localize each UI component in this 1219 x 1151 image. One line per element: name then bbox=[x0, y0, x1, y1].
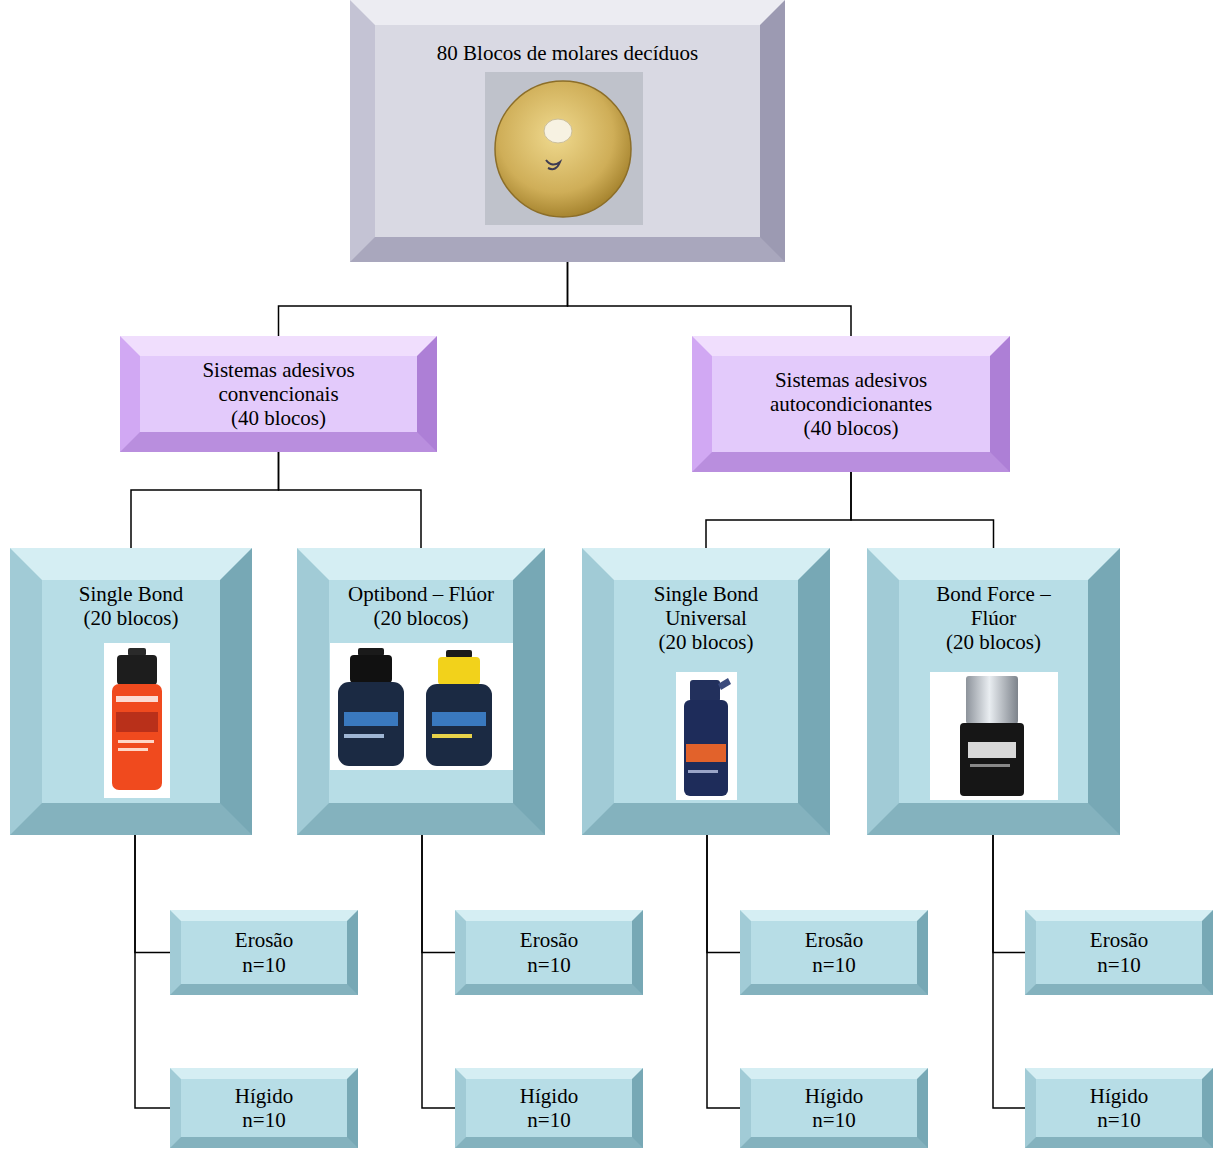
bottle-label bbox=[432, 734, 472, 738]
bottle-cap bbox=[350, 655, 392, 683]
connector-line bbox=[707, 835, 740, 1108]
bottle-label bbox=[344, 712, 398, 726]
group-box: Sistemas adesivos convencionais(40 bloco… bbox=[120, 336, 437, 452]
bottle-cap bbox=[966, 676, 1018, 724]
bottle-cap bbox=[117, 655, 157, 685]
connector-line bbox=[706, 472, 851, 548]
bottle-label bbox=[688, 770, 718, 773]
box-title: Hígido bbox=[1090, 1084, 1148, 1108]
bottle-body bbox=[338, 682, 404, 766]
box-subtitle: n=10 bbox=[1097, 1108, 1140, 1132]
box-subtitle: (40 blocos) bbox=[231, 406, 326, 430]
bottle-label bbox=[118, 748, 148, 751]
condition-box: Hígidon=10 bbox=[455, 1068, 643, 1148]
box-subtitle: (20 blocos) bbox=[83, 606, 178, 630]
bottle-label bbox=[970, 764, 1010, 767]
box-title: Hígido bbox=[235, 1084, 293, 1108]
box-subtitle: n=10 bbox=[527, 1108, 570, 1132]
box-title: Single Bond bbox=[79, 582, 183, 606]
photo-ground bbox=[676, 672, 737, 800]
condition-box: Erosãon=10 bbox=[1025, 910, 1213, 995]
box-title: Sistemas adesivos convencionais bbox=[146, 358, 411, 406]
bottle-label bbox=[432, 712, 486, 726]
adhesive-box: Bond Force – Flúor(20 blocos) bbox=[867, 548, 1120, 835]
condition-box: Hígidon=10 bbox=[1025, 1068, 1213, 1148]
bottle-cap bbox=[438, 657, 480, 685]
connector-line bbox=[568, 262, 852, 336]
connector-line bbox=[279, 452, 422, 548]
box-title: Erosão bbox=[520, 928, 578, 952]
connector-line bbox=[131, 452, 279, 548]
sample-photo bbox=[485, 72, 643, 225]
box-subtitle: n=10 bbox=[1097, 953, 1140, 977]
connector-line bbox=[279, 262, 568, 336]
box-subtitle: n=10 bbox=[812, 1108, 855, 1132]
box-subtitle: (20 blocos) bbox=[373, 606, 468, 630]
box-subtitle: n=10 bbox=[242, 953, 285, 977]
box-title: 80 Blocos de molares decíduos bbox=[437, 41, 698, 65]
box-subtitle: n=10 bbox=[812, 953, 855, 977]
box-title: Hígido bbox=[520, 1084, 578, 1108]
bond-force-bottle bbox=[930, 672, 1058, 800]
condition-box: Erosãon=10 bbox=[170, 910, 358, 995]
photo-ground bbox=[330, 643, 513, 770]
connector-line bbox=[135, 835, 170, 1108]
bottle-body bbox=[426, 684, 492, 766]
adhesive-box: Single Bond Universal(20 blocos) bbox=[582, 548, 830, 835]
photo-ground bbox=[930, 672, 1058, 800]
box-title: Bond Force – Flúor bbox=[919, 582, 1069, 630]
connector-line bbox=[993, 835, 1025, 1108]
universal-bottle bbox=[676, 672, 737, 800]
marking bbox=[546, 160, 560, 169]
bottle-cap bbox=[690, 680, 720, 702]
box-title: Optibond – Flúor bbox=[348, 582, 494, 606]
bottle-tip bbox=[358, 648, 384, 656]
connector-line bbox=[422, 835, 455, 953]
connector-line bbox=[135, 835, 170, 953]
box-subtitle: (20 blocos) bbox=[658, 630, 753, 654]
bottle-label bbox=[686, 744, 726, 762]
bottle-tip bbox=[718, 678, 731, 690]
single-bond-bottle bbox=[104, 643, 170, 798]
bottle-body bbox=[960, 723, 1024, 796]
box-title: Sistemas adesivos autocondicionantes bbox=[718, 368, 984, 416]
group-box: Sistemas adesivos autocondicionantes(40 … bbox=[692, 336, 1010, 472]
box-title: Erosão bbox=[235, 928, 293, 952]
connector-line bbox=[422, 835, 455, 1108]
bottle-label bbox=[116, 712, 158, 732]
bottle-label bbox=[116, 696, 158, 702]
box-title: Single Bond Universal bbox=[621, 582, 791, 630]
connector-line bbox=[993, 835, 1025, 953]
bottle-tip bbox=[128, 648, 146, 656]
bottle-body bbox=[112, 684, 162, 790]
condition-box: Erosãon=10 bbox=[455, 910, 643, 995]
condition-box: Hígidon=10 bbox=[170, 1068, 358, 1148]
box-subtitle: n=10 bbox=[242, 1108, 285, 1132]
sample-box: 80 Blocos de molares decíduos bbox=[350, 0, 785, 262]
connector-line bbox=[851, 472, 994, 548]
box-subtitle: (40 blocos) bbox=[803, 416, 898, 440]
box-title: Erosão bbox=[1090, 928, 1148, 952]
box-title: Hígido bbox=[805, 1084, 863, 1108]
photo-ground bbox=[485, 72, 643, 225]
tooth-fragment bbox=[544, 119, 572, 143]
resin-block bbox=[495, 81, 631, 217]
box-title: Erosão bbox=[805, 928, 863, 952]
adhesive-box: Optibond – Flúor(20 blocos) bbox=[297, 548, 545, 835]
connector-line bbox=[707, 835, 740, 953]
condition-box: Erosãon=10 bbox=[740, 910, 928, 995]
adhesive-box: Single Bond(20 blocos) bbox=[10, 548, 252, 835]
box-subtitle: n=10 bbox=[527, 953, 570, 977]
bottle-label bbox=[968, 742, 1016, 758]
optibond-bottles bbox=[330, 643, 513, 770]
box-subtitle: (20 blocos) bbox=[946, 630, 1041, 654]
condition-box: Hígidon=10 bbox=[740, 1068, 928, 1148]
bottle-tip bbox=[446, 650, 472, 658]
photo-ground bbox=[104, 643, 170, 798]
bottle-body bbox=[684, 700, 728, 796]
bottle-label bbox=[344, 734, 384, 738]
bottle-label bbox=[118, 740, 154, 743]
